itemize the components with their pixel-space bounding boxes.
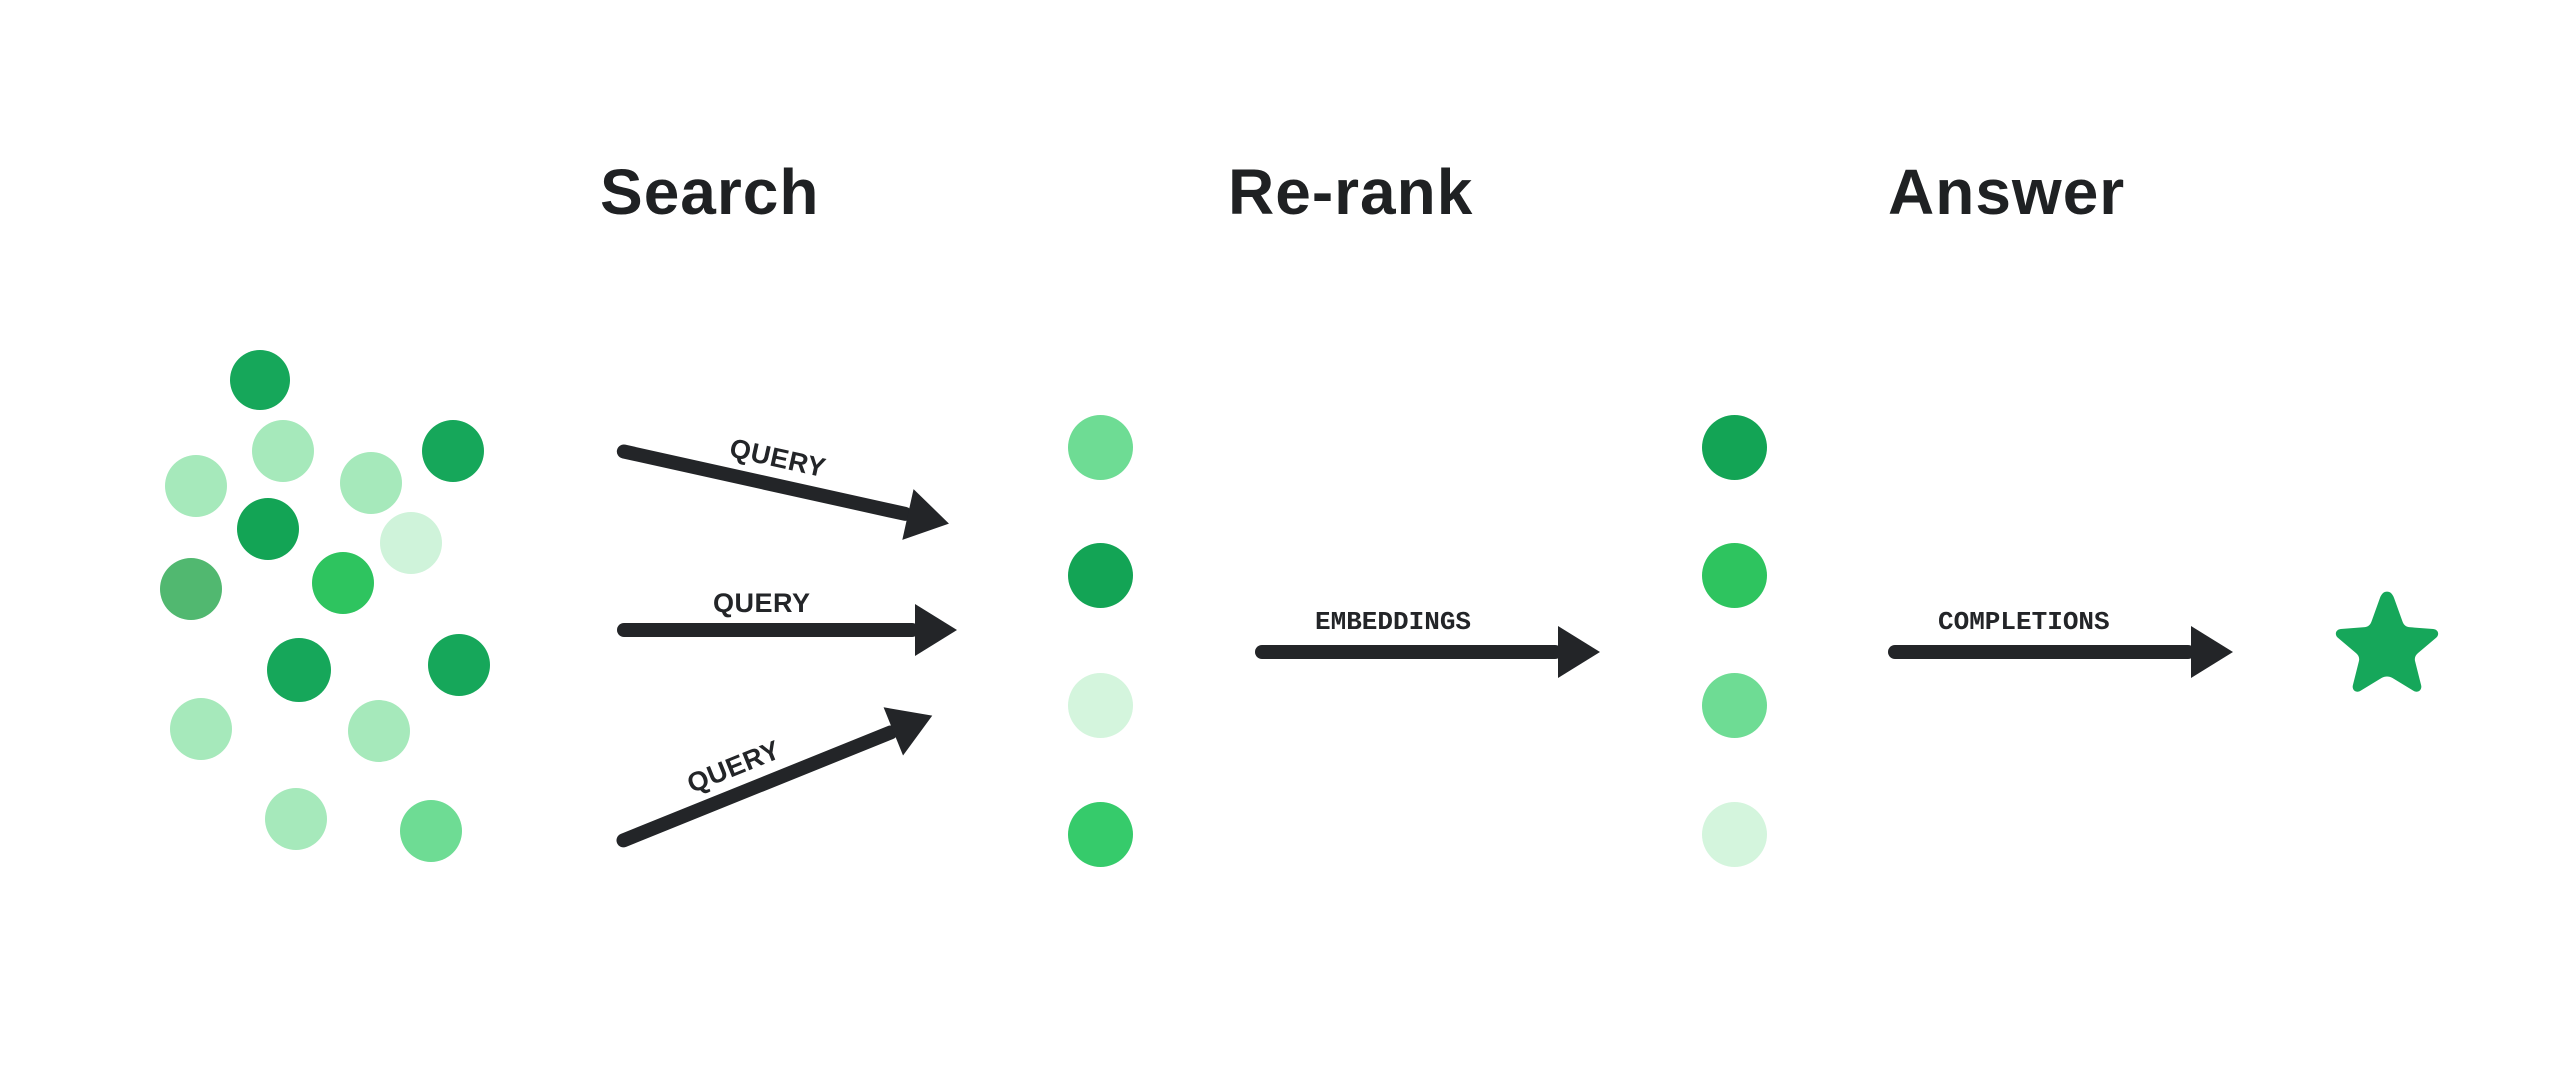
corpus-dot xyxy=(428,634,490,696)
corpus-dot xyxy=(267,638,331,702)
arrow-shaft xyxy=(1888,645,2195,659)
corpus-dot xyxy=(340,452,402,514)
corpus-dot xyxy=(312,552,374,614)
arrow-shaft xyxy=(617,623,919,637)
stage-heading-answer: Answer xyxy=(1888,156,2126,228)
completions-arrow-shape: COMPLETIONS xyxy=(1888,609,2233,678)
embeddings-arrow-label: EMBEDDINGS xyxy=(1315,607,1472,637)
corpus-dot xyxy=(160,558,222,620)
arrow-head-icon xyxy=(1558,626,1600,678)
answer-star-icon xyxy=(2335,591,2439,692)
corpus-dot xyxy=(380,512,442,574)
arrow-head-icon xyxy=(915,604,957,656)
corpus-dot xyxy=(348,700,410,762)
embeddings-arrow-shape: EMBEDDINGS xyxy=(1255,609,1600,678)
arrow-head-icon xyxy=(2191,626,2233,678)
arrow-head-icon xyxy=(883,691,942,756)
corpus-dot xyxy=(252,420,314,482)
corpus-dot xyxy=(400,800,462,862)
query-arrow: QUERY xyxy=(617,590,957,656)
corpus-dot xyxy=(165,455,227,517)
completions-arrow-label: COMPLETIONS xyxy=(1938,607,2110,637)
corpus-dot xyxy=(170,698,232,760)
stage-heading-rerank: Re-rank xyxy=(1228,156,1474,228)
corpus-dot xyxy=(265,788,327,850)
arrow-head-icon xyxy=(902,489,955,549)
search-result-dot xyxy=(1068,415,1133,480)
arrow-shaft xyxy=(1255,645,1562,659)
reranked-result-dot xyxy=(1702,802,1767,867)
query-arrow: QUERY xyxy=(614,691,942,850)
corpus-dot xyxy=(230,350,290,410)
search-result-dot xyxy=(1068,802,1133,867)
search-result-dot xyxy=(1068,673,1133,738)
corpus-dot xyxy=(237,498,299,560)
query-arrow: QUERY xyxy=(615,433,955,549)
reranked-result-dot xyxy=(1702,673,1767,738)
corpus-dot xyxy=(422,420,484,482)
query-arrow-label: QUERY xyxy=(713,588,811,618)
reranked-result-dot xyxy=(1702,543,1767,608)
search-result-dot xyxy=(1068,543,1133,608)
reranked-result-dot xyxy=(1702,415,1767,480)
stage-heading-search: Search xyxy=(600,156,820,228)
